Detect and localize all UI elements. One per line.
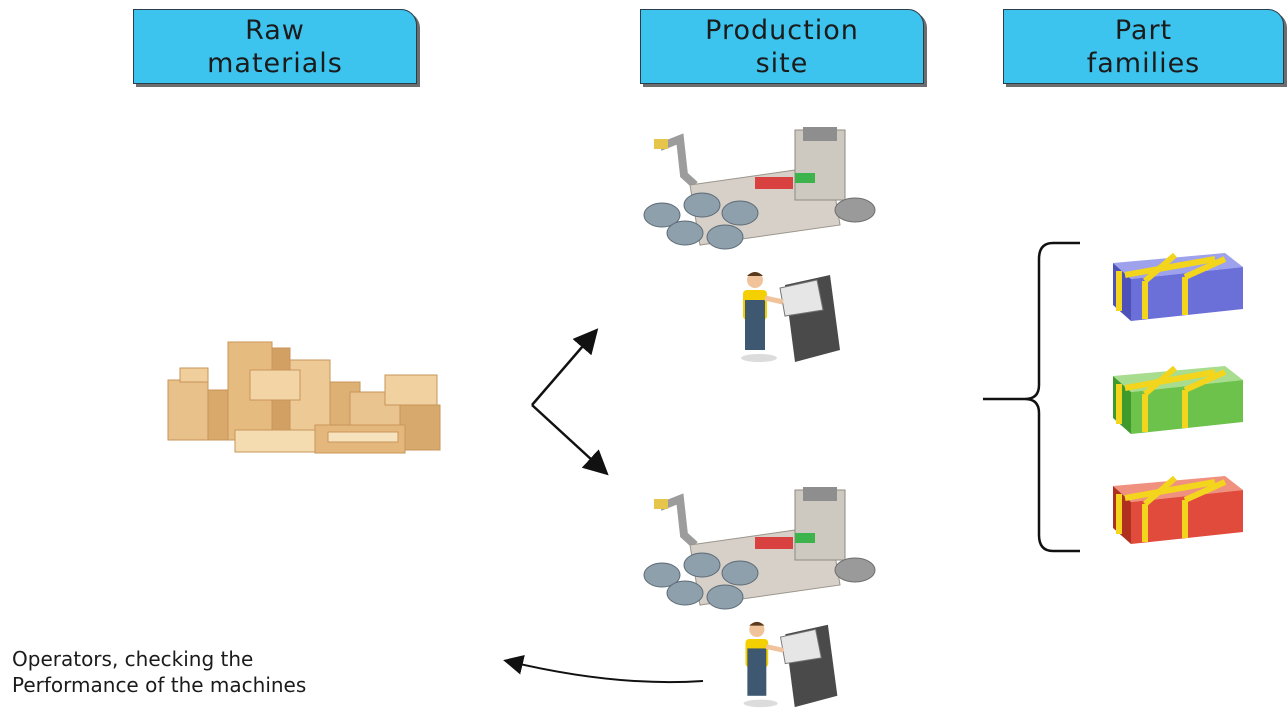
production-site-header: Production site xyxy=(640,9,924,84)
cardboard-boxes-icon xyxy=(167,341,441,454)
part-family-green-box-icon xyxy=(1113,365,1243,434)
part-family-red-box-icon xyxy=(1113,475,1243,544)
raw-materials-label: Raw materials xyxy=(207,14,343,79)
part-families-bracket xyxy=(983,241,1080,553)
operators-arrow xyxy=(503,655,704,684)
part-families-header: Part families xyxy=(1003,9,1284,84)
branch-arrows xyxy=(531,328,609,476)
injection-molding-machine-icon xyxy=(643,127,876,250)
arrow-to-lower-machine xyxy=(531,404,609,476)
part-family-blue-box-icon xyxy=(1113,252,1243,321)
operators-note: Operators, checking the Performance of t… xyxy=(12,647,307,697)
part-families-label: Part families xyxy=(1086,14,1201,79)
raw-materials-header: Raw materials xyxy=(133,9,417,84)
arrow-to-upper-machine xyxy=(531,328,599,406)
injection-molding-machine-icon xyxy=(643,487,876,610)
production-site-label: Production site xyxy=(705,14,859,79)
operator-at-terminal-icon xyxy=(743,621,838,708)
operator-at-terminal-icon xyxy=(741,272,840,362)
